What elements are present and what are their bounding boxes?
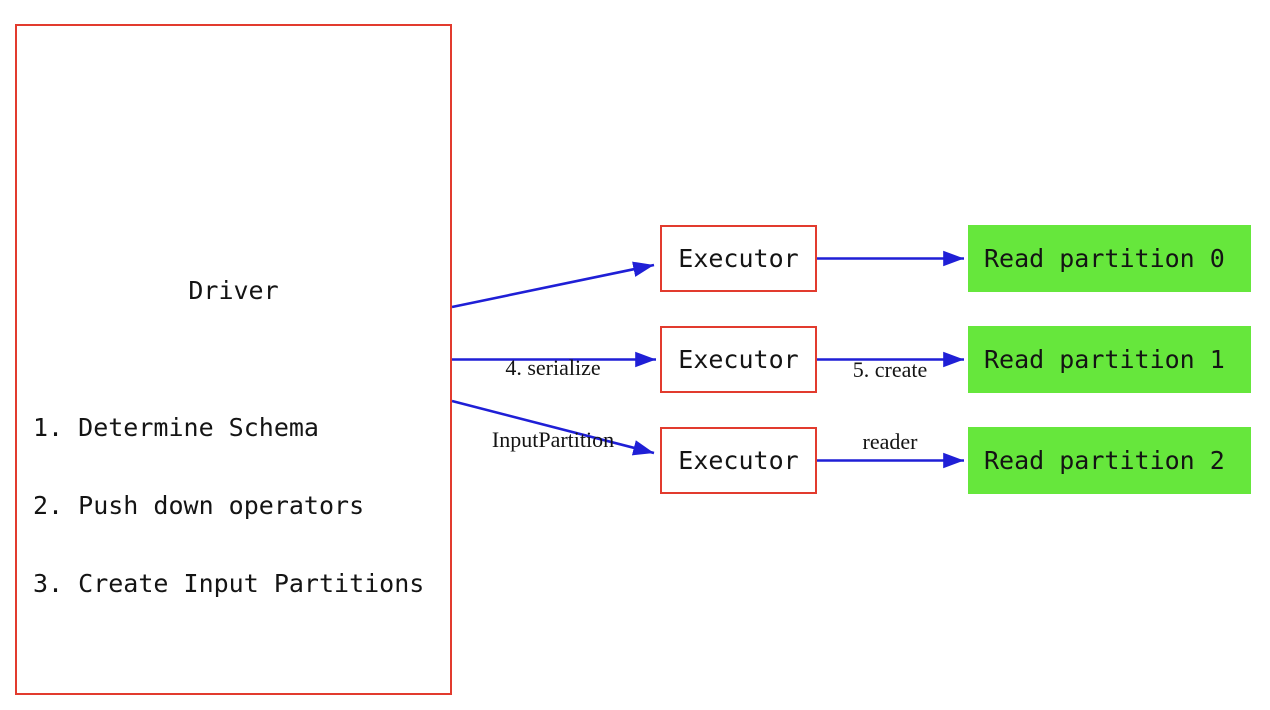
annotation-reader-line1: 5. create (852, 357, 928, 382)
partition-label-2: Read partition 2 (984, 446, 1225, 475)
executor-box-1: Executor (660, 225, 817, 292)
partition-label-0: Read partition 0 (984, 244, 1225, 273)
partition-label-1: Read partition 1 (984, 345, 1225, 374)
driver-steps: 1. Determine Schema 2. Push down operato… (33, 363, 424, 649)
partition-box-0: Read partition 0 (968, 225, 1251, 292)
driver-step-3: 3. Create Input Partitions (33, 569, 425, 598)
arrow-driver-to-executor-1 (451, 261, 655, 309)
driver-step-1: 1. Determine Schema (33, 413, 319, 442)
executor-box-3: Executor (660, 427, 817, 494)
driver-step-2: 2. Push down operators (33, 491, 365, 520)
executor-label-2: Executor (678, 345, 799, 374)
driver-title: Driver (188, 276, 279, 305)
annotation-create-reader: 5. create reader (810, 310, 970, 502)
annotation-serialize-inputpartition: 4. serialize InputPartition (453, 308, 653, 500)
executor-label-1: Executor (678, 244, 799, 273)
partition-box-2: Read partition 2 (968, 427, 1251, 494)
annotation-serialize-line1: 4. serialize (505, 355, 601, 380)
annotation-serialize-line2: InputPartition (491, 427, 615, 452)
executor-box-2: Executor (660, 326, 817, 393)
executor-label-3: Executor (678, 446, 799, 475)
annotation-reader-line2: reader (862, 429, 918, 454)
driver-box: Driver 1. Determine Schema 2. Push down … (15, 24, 452, 695)
partition-box-1: Read partition 1 (968, 326, 1251, 393)
